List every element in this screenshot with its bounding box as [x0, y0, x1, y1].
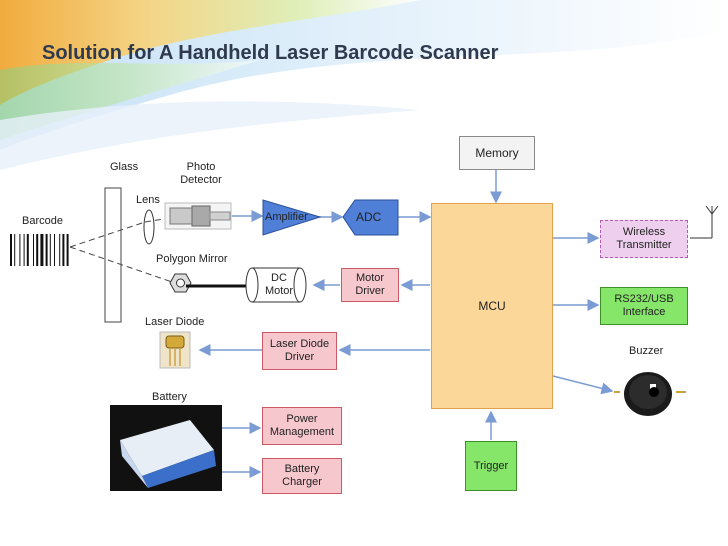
polygon-mirror-icon	[169, 273, 192, 293]
amplifier-label: Amplifier	[265, 211, 308, 223]
barcode-bar	[19, 234, 21, 266]
barcode-bar	[26, 234, 29, 266]
mcu-block: MCU	[431, 203, 553, 409]
lens-label: Lens	[136, 194, 160, 206]
photo-detector-label: Photo Detector	[180, 161, 222, 186]
buzzer-icon	[614, 372, 686, 416]
battery-charger-block: Battery Charger	[262, 458, 342, 494]
laser-diode-driver-block: Laser Diode Driver	[262, 332, 337, 370]
glass-panel	[104, 187, 122, 323]
adc-label: ADC	[356, 210, 382, 224]
barcode-bar	[23, 234, 25, 266]
barcode-bar	[59, 234, 61, 266]
memory-block: Memory	[459, 136, 535, 170]
photo-detector-icon	[164, 202, 232, 230]
power-management-label: Power Management	[269, 413, 335, 438]
barcode-label: Barcode	[22, 215, 63, 227]
barcode-graphic	[10, 234, 69, 266]
page-title: Solution for A Handheld Laser Barcode Sc…	[42, 42, 499, 64]
barcode-bar	[10, 234, 12, 266]
power-management-block: Power Management	[262, 407, 342, 445]
trigger-label: Trigger	[473, 459, 509, 472]
rs232-usb-block: RS232/USB Interface	[600, 287, 688, 325]
barcode-bar	[14, 234, 16, 266]
barcode-bar	[33, 234, 34, 266]
laser-diode-icon	[159, 331, 191, 369]
antenna-icon	[690, 205, 719, 239]
barcode-bar	[40, 234, 44, 266]
trigger-block: Trigger	[465, 441, 517, 491]
dc-motor-icon	[245, 267, 307, 303]
wireless-transmitter-label: Wireless Transmitter	[616, 226, 672, 251]
dc-motor-label: DC Motor	[264, 272, 294, 297]
buzzer-label: Buzzer	[629, 345, 664, 357]
laser-diode-label: Laser Diode	[145, 316, 205, 328]
barcode-bar	[66, 234, 69, 266]
polygon-mirror-label: Polygon Mirror	[156, 253, 228, 265]
adc-shape	[342, 199, 399, 236]
battery-label: Battery	[152, 391, 187, 403]
barcode-bar	[54, 234, 55, 266]
barcode-bar	[36, 234, 39, 266]
barcode-bar	[49, 234, 51, 266]
barcode-bar	[62, 234, 65, 266]
battery-pack-icon	[110, 405, 222, 491]
motor-driver-block: Motor Driver	[341, 268, 399, 302]
wireless-transmitter-block: Wireless Transmitter	[600, 220, 688, 258]
laser-diode-driver-label: Laser Diode Driver	[269, 338, 330, 363]
barcode-bar	[45, 234, 48, 266]
amplifier-shape	[262, 199, 322, 236]
mcu-label: MCU	[478, 298, 506, 313]
motor-driver-label: Motor Driver	[355, 272, 385, 297]
rs232-usb-label: RS232/USB Interface	[614, 293, 674, 318]
memory-label: Memory	[475, 145, 519, 160]
lens-icon	[143, 209, 155, 245]
battery-charger-label: Battery Charger	[282, 463, 322, 488]
glass-label: Glass	[110, 161, 139, 173]
